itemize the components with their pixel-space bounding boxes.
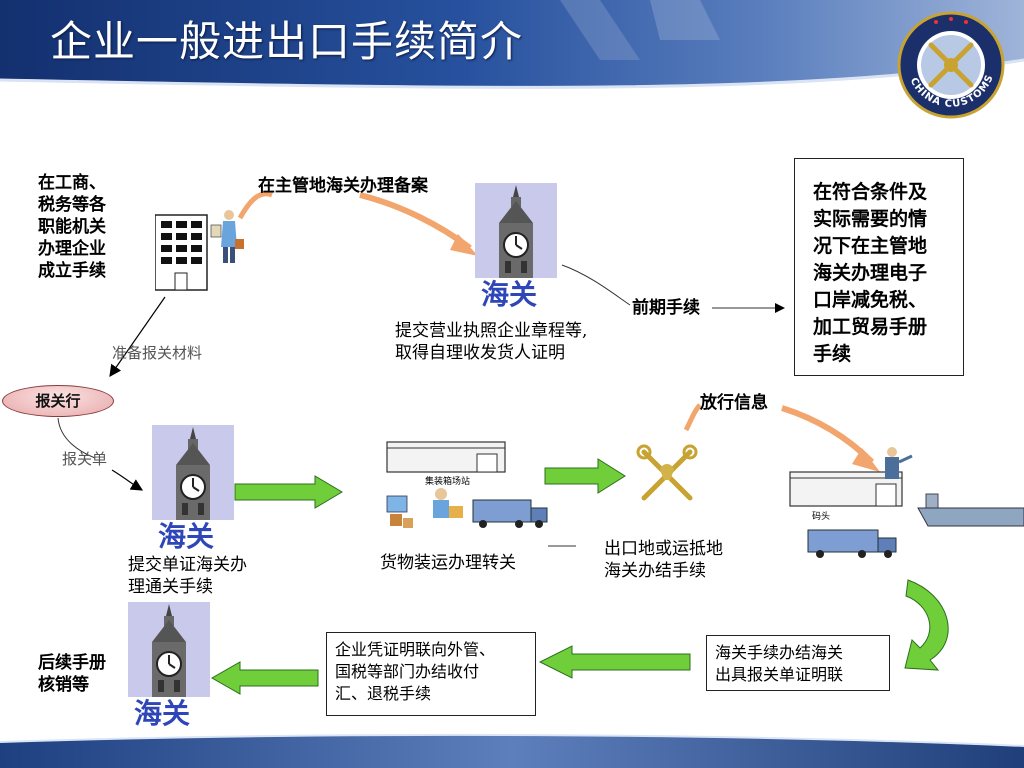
customs-label-2: 海关	[158, 520, 215, 553]
record-label: 在主管地海关办理备案	[258, 176, 428, 196]
china-customs-logo: CHINA CUSTOMS	[896, 10, 1006, 120]
ship-icon	[917, 493, 1024, 527]
container-station-label: 集装箱场站	[425, 475, 470, 487]
customs-tower-3	[128, 602, 210, 697]
customs-tower-2	[152, 425, 234, 520]
green-arrow-left-1	[538, 645, 691, 679]
customs-clock-tower-icon	[152, 425, 234, 520]
wharf-label: 码头	[812, 511, 830, 522]
page-title: 企业一般进出口手续简介	[50, 17, 524, 66]
warehouse-icon	[789, 471, 903, 507]
container-station-scene: 集装箱场站	[385, 440, 580, 540]
customs-complete-box: 海关手续办结海关 出具报关单证明联	[706, 635, 890, 691]
arrow-broker-to-customs	[111, 469, 144, 491]
cargo-transfer-text: 货物装运办理转关	[380, 553, 516, 573]
release-info-label: 放行信息	[700, 393, 768, 413]
submit-license-text: 提交营业执照企业章程等, 取得自理收发货人证明	[395, 321, 588, 363]
preliminary-label: 前期手续	[632, 298, 700, 318]
truck-icon	[472, 499, 532, 523]
enterprise-refund-box: 企业凭证明联向外管、 国税等部门办结收付 汇、退税手续	[326, 632, 536, 716]
customs-key-emblem-icon	[636, 444, 698, 501]
customs-clock-tower-icon	[128, 602, 210, 697]
orange-arrow-start	[237, 191, 273, 220]
customs-label-1: 海关	[481, 278, 538, 311]
arrow-to-broker	[109, 296, 166, 377]
follow-up-text: 后续手册 核销等	[38, 653, 106, 695]
customs-key-emblem	[632, 440, 702, 510]
customs-clock-tower-icon	[475, 183, 557, 278]
green-arrow-left-2	[210, 661, 319, 695]
truck-icon	[807, 529, 897, 558]
customs-emblem-icon: CHINA CUSTOMS	[897, 11, 1005, 119]
orange-arrowhead-record	[450, 234, 478, 256]
customs-tower-1	[475, 183, 557, 278]
green-arrow-right-1	[234, 475, 343, 509]
eport-procedures-box: 在符合条件及 实际需要的情 况下在主管地 海关办理电子 口岸减免税、 加工贸易手…	[794, 158, 964, 376]
header-band	[0, 0, 1024, 98]
declaration-form-label: 报关单	[62, 450, 108, 468]
business-registration-text: 在工商、 税务等各 职能机关 办理企业 成立手续	[38, 173, 106, 281]
export-port-text: 出口地或运抵地 海关办结手续	[604, 539, 723, 581]
green-arrow-right-2	[544, 458, 626, 494]
orange-arrow-record	[359, 192, 472, 251]
office-building-icon	[154, 205, 250, 295]
footer-band	[0, 720, 1024, 768]
customs-label-3: 海关	[134, 697, 191, 730]
green-arrow-curve	[904, 579, 949, 671]
prepare-materials-label: 准备报关材料	[112, 344, 203, 362]
customs-broker-node: 报关行	[2, 385, 114, 417]
submit-docs-text: 提交单证海关办 理通关手续	[128, 555, 247, 597]
wharf-scene: 码头	[788, 446, 1024, 564]
warehouse-icon	[386, 441, 506, 473]
